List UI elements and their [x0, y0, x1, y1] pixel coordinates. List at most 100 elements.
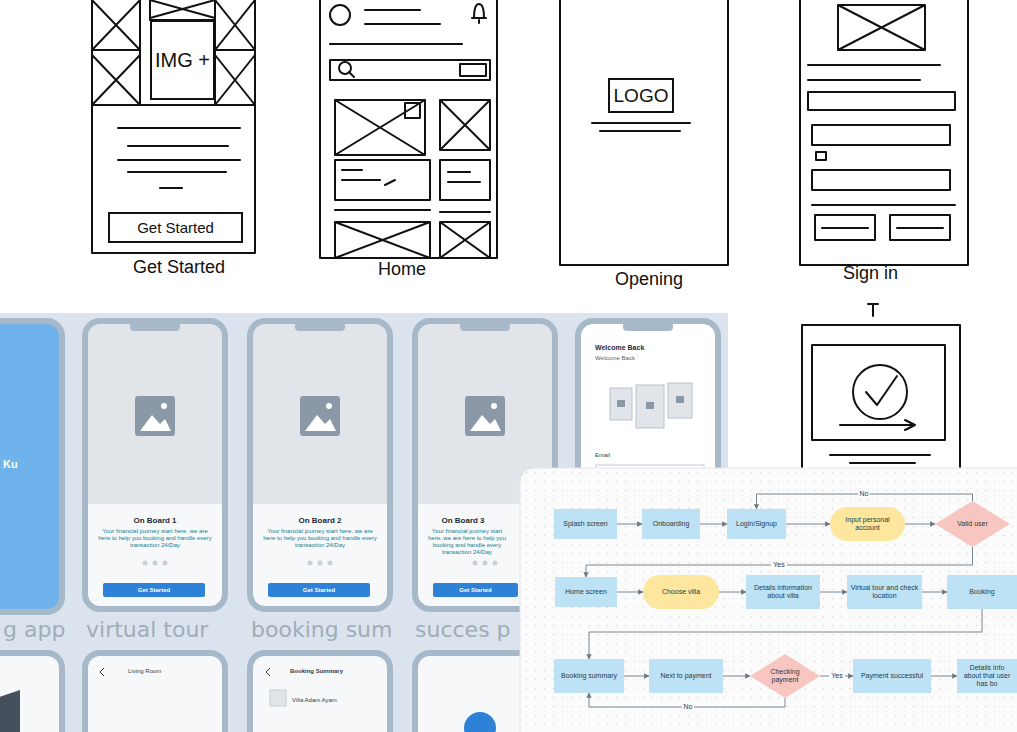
choice-pill: Choose villa	[643, 575, 719, 609]
screen-title: Living Room	[128, 668, 161, 675]
node-label: Home screen	[565, 588, 607, 596]
edge-label: No	[858, 490, 871, 498]
drawing-stroke	[473, 561, 478, 566]
drawing-stroke	[153, 561, 158, 566]
drawing-stroke	[853, 365, 907, 419]
node-label: Input personal account	[833, 516, 902, 532]
process-box: Booking	[947, 575, 1017, 609]
node-label: Get Started	[303, 587, 335, 594]
process-box: Virtual tour and check location	[847, 575, 922, 609]
screen-text: On Board 3	[418, 516, 508, 525]
drawing-stroke	[464, 712, 496, 732]
drawing-stroke	[161, 403, 167, 409]
drawing-stroke	[465, 396, 505, 436]
process-box: Splash screen	[554, 509, 617, 539]
drawing-stroke	[491, 403, 497, 409]
phone-screen: On Board 2Your financial journey start h…	[247, 318, 393, 612]
screen-caption: virtual tour	[86, 618, 208, 642]
flow-connector	[589, 609, 982, 659]
process-box: Login/Signup	[727, 509, 786, 539]
screen-caption: Sign in	[843, 264, 898, 284]
drawing-stroke	[617, 400, 625, 407]
screen-title: Booking Summary	[290, 668, 343, 675]
decision-diamond: Valid user	[935, 501, 1010, 547]
screen-text: Welcome Back	[595, 355, 705, 362]
drawing-stroke	[300, 396, 340, 436]
process-box: Next to payment	[649, 659, 723, 693]
drawing-stroke	[270, 690, 286, 706]
node-label: LOGO	[614, 85, 669, 107]
primary-button: Get Started	[103, 583, 205, 597]
process-box: Home screen	[555, 577, 617, 607]
drawing-stroke	[247, 650, 393, 732]
drawing-stroke	[88, 324, 222, 606]
edge-label: Yes	[771, 561, 786, 569]
drawing-stroke	[330, 5, 350, 25]
drawing-stroke	[646, 402, 654, 409]
screen-caption: Opening	[615, 270, 683, 290]
primary-button: Get Started	[433, 583, 518, 597]
drawing-stroke	[308, 561, 313, 566]
node-label: Onboarding	[653, 520, 690, 528]
screen-text: Welcome Back	[595, 344, 705, 352]
drawing-stroke	[318, 561, 323, 566]
drawing-stroke	[326, 403, 332, 409]
process-box: Onboarding	[642, 509, 700, 539]
diamond-shape	[935, 501, 1010, 547]
process-box: Booking summary	[554, 659, 624, 693]
logo-box: LOGO	[608, 78, 674, 113]
node-label: Booking	[969, 588, 994, 596]
drawing-stroke	[100, 668, 270, 676]
drawing-stroke	[88, 656, 222, 732]
image-placeholder: IMG +	[150, 20, 215, 100]
drawing-stroke	[493, 561, 498, 566]
flow-connector	[624, 676, 649, 677]
node-label: Next to payment	[661, 672, 712, 680]
screen-caption: booking sum	[251, 618, 392, 642]
screen-caption: succes p	[415, 618, 511, 642]
screen-text: On Board 2	[253, 516, 387, 525]
drawing-stroke	[520, 468, 1017, 732]
screen-text: Email	[595, 452, 655, 459]
app-logo-text: Ku	[3, 458, 18, 470]
node-label: Login/Signup	[736, 520, 777, 528]
drawing-stroke	[135, 396, 175, 436]
drawing-stroke	[92, 0, 255, 253]
drawing-stroke	[82, 650, 228, 732]
flow-connector	[617, 524, 642, 525]
drawing-stroke	[560, 0, 728, 265]
process-box: Payment successful	[853, 659, 931, 693]
flow-connector	[820, 592, 847, 593]
drawing-stroke	[253, 656, 387, 732]
drawing-stroke	[0, 318, 65, 615]
decision-diamond: Checking payment	[750, 654, 820, 698]
sketch-button: Get Started	[108, 212, 243, 243]
phone-wireframes	[0, 318, 715, 732]
drawing-stroke	[483, 561, 488, 566]
drawing-stroke	[320, 0, 497, 258]
node-label: IMG +	[155, 49, 210, 72]
node-label: Payment successful	[861, 672, 923, 680]
phone-screen: On Board 1Your financial journey start h…	[82, 318, 228, 612]
drawing-stroke	[470, 415, 501, 431]
primary-button: Get Started	[268, 583, 370, 597]
screen-caption: g app	[3, 618, 65, 642]
screen-text: Your financial journey start here. we ar…	[426, 528, 508, 556]
screen-caption: Home	[378, 260, 426, 280]
drawing-stroke	[0, 650, 65, 732]
process-box: Details information about villa	[746, 575, 820, 609]
flow-connector	[719, 592, 746, 593]
drawing-stroke	[305, 415, 336, 431]
drawing-stroke	[253, 324, 387, 606]
drawing-stroke	[253, 324, 387, 504]
node-label: Get Started	[459, 587, 491, 594]
node-label: Choose villa	[662, 588, 700, 596]
drawing-stroke	[520, 468, 1017, 732]
screen-text: On Board 1	[88, 516, 222, 525]
flow-connector	[723, 676, 750, 677]
drawing-stroke	[0, 324, 59, 609]
drawing-stroke	[339, 62, 351, 74]
drawing-stroke	[140, 415, 171, 431]
drawing-stroke	[636, 385, 664, 428]
